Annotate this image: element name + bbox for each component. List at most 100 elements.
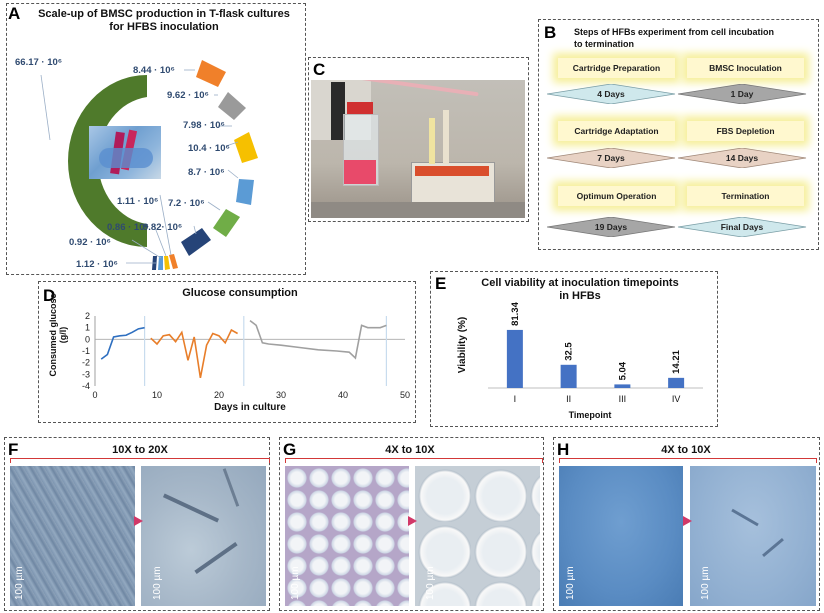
panel-h-letter: H (557, 440, 570, 459)
label-9-82: 9.82· 10⁶ (143, 222, 183, 233)
duration-1-day: 1 Day (730, 89, 754, 99)
segment-9-82 (181, 228, 211, 256)
panel-f-letter: F (8, 440, 19, 459)
glucose-series-line-2 (150, 328, 238, 378)
segment-0-92 (158, 256, 163, 270)
bioreactor-setup-photo (311, 80, 525, 218)
panel-h-frame (553, 437, 820, 611)
label-7-2: 7.2 · 10⁶ (168, 198, 205, 209)
label-10-4: 10.4 · 10⁶ (188, 143, 230, 154)
viability-bar-I (506, 329, 523, 388)
viability-category-label: II (566, 394, 571, 404)
step-fbs-depletion: FBS Depletion (687, 121, 804, 141)
segment-9-62 (218, 92, 246, 120)
duration-14-days: 14 Days (725, 153, 759, 163)
panel-g-frame (279, 437, 544, 611)
viability-value-label: 5.04 (617, 361, 628, 380)
label-7-98: 7.98 · 10⁶ (183, 120, 225, 131)
panel-h-magnification: 4X to 10X (661, 444, 711, 456)
glucose-y-tick-label: 2 (85, 311, 90, 321)
segment-66-17 (68, 75, 147, 247)
panel-b-letter: B (544, 23, 557, 42)
panel-a-title-line1: Scale-up of BMSC production in T-flask c… (38, 8, 290, 20)
panel-f-magnification: 10X to 20X (112, 444, 168, 456)
panel-g-scale-left: 100 µm (290, 566, 301, 600)
panel-h-arrow (683, 516, 692, 526)
panel-e-frame (430, 271, 718, 427)
viability-category-label: I (514, 394, 517, 404)
glucose-x-tick-label: 0 (92, 390, 97, 400)
panel-d-ylabel: Consumed glucose (g/l) (48, 280, 68, 390)
panel-g-letter: G (283, 440, 297, 459)
duration-4-days: 4 Days (597, 89, 625, 99)
panel-e-letter: E (435, 274, 447, 293)
label-1-12: 1.12 · 10⁶ (76, 259, 118, 270)
duration-final-days: Final Days (720, 222, 764, 232)
glucose-y-tick-label: 0 (85, 334, 90, 344)
step-cartridge-preparation: Cartridge Preparation (558, 58, 675, 78)
panel-e-title-line2: in HFBs (559, 290, 601, 302)
panel-f-scale-left: 100 µm (14, 566, 25, 600)
panel-g-scale-right: 100 µm (425, 566, 436, 600)
viability-bar-IV (668, 377, 685, 388)
panel-e-ylabel: Viability (%) (457, 316, 468, 374)
segment-7-2 (213, 209, 240, 237)
panel-c-frame (308, 57, 529, 222)
glucose-x-tick-label: 50 (400, 390, 410, 400)
step-cartridge-adaptation: Cartridge Adaptation (558, 121, 675, 141)
label-66-17: 66.17 · 10⁶ (15, 57, 63, 68)
glucose-x-tick-label: 10 (152, 390, 162, 400)
viability-category-label: IV (672, 394, 681, 404)
viability-value-label: 14.21 (671, 349, 682, 373)
panel-f-frame (4, 437, 270, 611)
label-0-92: 0.92 · 10⁶ (69, 237, 111, 248)
panel-b-title-line2: to termination (574, 39, 634, 49)
panel-e-title-line1: Cell viability at inoculation timepoints (481, 277, 679, 289)
glucose-y-tick-label: -2 (82, 358, 90, 368)
panel-b-title-line1: Steps of HFBs experiment from cell incub… (574, 27, 775, 37)
label-8-44: 8.44 · 10⁶ (133, 65, 175, 76)
panel-c-letter: C (313, 60, 326, 79)
panel-a-ring-chart (40, 60, 258, 270)
panel-d-letter: D (43, 286, 56, 305)
viability-bar-II (560, 364, 577, 388)
panel-a-letter: A (8, 4, 21, 23)
glucose-series-line-3 (249, 320, 387, 360)
panel-h-micrograph-right (690, 466, 816, 606)
panel-f-micrograph-right (141, 466, 266, 606)
duration-diamonds-row1 (547, 84, 807, 104)
glucose-y-tick-label: -3 (82, 369, 90, 379)
panel-e-xlabel: Timepoint (568, 410, 612, 420)
panel-g-arrow (408, 516, 417, 526)
panel-h-micrograph-left (559, 466, 683, 606)
hand-holding-cartridges-photo (89, 126, 161, 179)
segment-10-4 (234, 132, 258, 163)
glucose-y-tick-label: -4 (82, 381, 90, 391)
panel-h-scale-left: 100 µm (565, 566, 576, 600)
duration-diamonds-row3 (547, 217, 807, 237)
segment-1-11 (169, 254, 178, 269)
panel-d-frame (38, 281, 416, 423)
step-bmsc-inoculation: BMSC Inoculation (687, 58, 804, 78)
panel-f-micrograph-left (10, 466, 135, 606)
panel-g-micrograph-right (415, 466, 540, 606)
segment-8-7 (236, 179, 254, 205)
viability-bar-III (614, 384, 631, 388)
panel-f-bracket (10, 458, 270, 463)
label-0-86: 0.86 · 10⁶ (107, 222, 149, 233)
label-9-62: 9.62 · 10⁶ (167, 90, 209, 101)
viability-value-label: 32.5 (564, 342, 575, 361)
panel-g-magnification: 4X to 10X (385, 444, 435, 456)
step-optimum-operation: Optimum Operation (558, 186, 675, 206)
panel-d-title: Glucose consumption (182, 287, 298, 299)
duration-7-days: 7 Days (597, 153, 625, 163)
glucose-x-tick-label: 20 (214, 390, 224, 400)
panel-d-ylabel-line1: Consumed glucose (48, 293, 58, 377)
glucose-y-tick-label: -1 (82, 346, 90, 356)
panel-d-ylabel-line2: (g/l) (58, 326, 68, 344)
glucose-x-tick-label: 40 (338, 390, 348, 400)
viability-category-label: III (619, 394, 627, 404)
label-1-11: 1.11 · 10⁶ (117, 196, 159, 207)
panel-g-bracket (285, 458, 543, 463)
